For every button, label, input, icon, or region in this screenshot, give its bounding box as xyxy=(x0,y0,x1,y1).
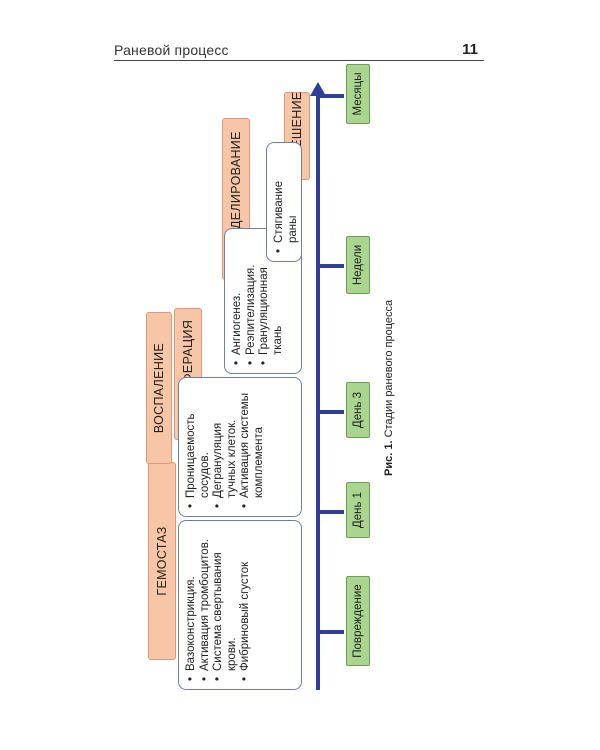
time-label-text: День 3 xyxy=(352,391,364,429)
timeline-tick xyxy=(318,94,344,98)
phase-label: ВОСПАЛЕНИЕ xyxy=(152,342,166,434)
figure-caption: Рис. 1. Стадии раневого процесса xyxy=(383,300,397,476)
list-item: Реэпителизация. xyxy=(245,237,259,365)
time-label-text: Месяцы xyxy=(352,72,364,116)
box-list: Стягивание раны xyxy=(273,151,300,253)
list-item: Ангиогенез. xyxy=(231,237,245,365)
list-item: Стягивание раны xyxy=(273,151,300,253)
phase-hemostasis: ГЕМОСТАЗ xyxy=(148,462,176,660)
time-label-day-3: День 3 xyxy=(346,382,370,438)
list-item: Проницаемость сосудов. xyxy=(185,386,212,508)
time-label-text: Недели xyxy=(352,244,364,286)
timeline-tick xyxy=(318,630,344,634)
time-label-months: Месяцы xyxy=(346,64,370,124)
time-label-text: Повреждение xyxy=(352,584,364,658)
header-rule xyxy=(114,60,484,61)
caption-label: Рис. 1. xyxy=(383,440,395,476)
time-label-text: День 1 xyxy=(352,491,364,529)
time-label-weeks: Недели xyxy=(346,236,370,294)
box-hemostasis: Вазоконстрикция. Активация тромбоцитов. … xyxy=(178,520,302,690)
list-item: Дегрануляция тучных клеток. xyxy=(212,386,239,508)
list-item: Вазоконстрикция. xyxy=(185,529,199,681)
phase-inflammation: ВОСПАЛЕНИЕ xyxy=(146,312,172,464)
timeline-tick xyxy=(318,264,344,268)
timeline-tick xyxy=(318,410,344,414)
box-list: Проницаемость сосудов. Дегрануляция тучн… xyxy=(185,386,266,508)
list-item: Активация тромбоцитов. xyxy=(199,529,213,681)
box-remodeling: Стягивание раны xyxy=(266,142,302,262)
phase-label: ГЕМОСТАЗ xyxy=(155,526,169,596)
list-item: Система свертывания крови. xyxy=(212,529,239,681)
timeline-tick xyxy=(318,510,344,514)
box-list: Вазоконстрикция. Активация тромбоцитов. … xyxy=(185,529,253,681)
time-label-injury: Повреждение xyxy=(346,576,370,666)
list-item: Активация системы комплемента xyxy=(239,386,266,508)
caption-text: Стадии раневого процесса xyxy=(383,299,395,438)
time-label-day-1: День 1 xyxy=(346,482,370,538)
list-item: Фибриновый сгусток xyxy=(239,529,253,681)
running-header: Раневой процесс 11 xyxy=(114,40,484,62)
box-inflammation: Проницаемость сосудов. Дегрануляция тучн… xyxy=(178,377,302,517)
page-number: 11 xyxy=(462,41,478,58)
running-title: Раневой процесс xyxy=(114,42,229,58)
timeline-axis xyxy=(316,92,320,690)
